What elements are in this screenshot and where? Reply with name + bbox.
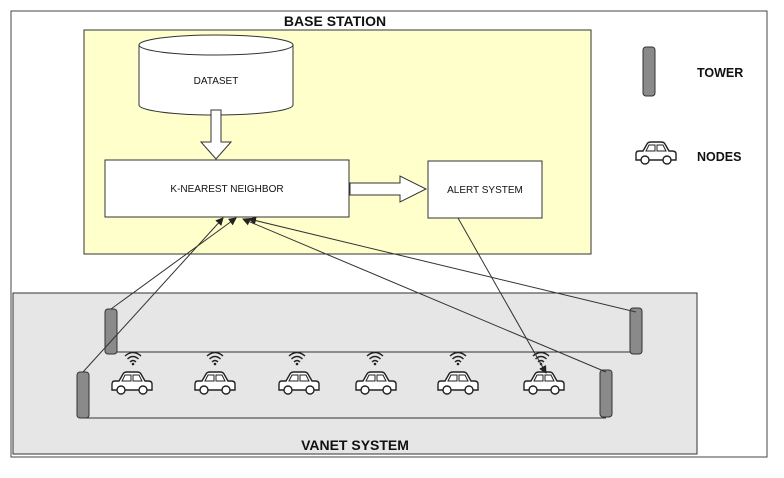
outer-frame	[10, 10, 768, 458]
alert-to-vehicle-link	[457, 217, 547, 374]
nodes-legend-label: NODES	[697, 150, 741, 164]
knn-label: K-NEAREST NEIGHBOR	[170, 184, 283, 195]
tower-icon	[599, 369, 613, 418]
dataset-to-knn-arrow	[199, 109, 233, 160]
dataset-label: DATASET	[194, 76, 239, 87]
tower-icon	[76, 371, 90, 419]
tower-icon	[629, 307, 643, 355]
tower-to-knn-link	[242, 218, 607, 373]
tower-icon	[104, 308, 118, 355]
tower-legend-label: TOWER	[697, 66, 743, 80]
tower-to-knn-link	[82, 217, 224, 373]
tower-to-knn-link	[248, 216, 637, 313]
vanet-system-title: VANET SYSTEM	[301, 437, 409, 453]
tower-legend-icon	[642, 46, 656, 97]
base-station-title: BASE STATION	[284, 13, 386, 29]
knn-to-alert-arrow	[349, 175, 428, 203]
dataset-cylinder	[138, 34, 294, 116]
car-legend-icon	[635, 141, 677, 165]
alert-system-box	[427, 160, 543, 219]
alert-system-label: ALERT SYSTEM	[447, 185, 523, 196]
knn-box	[104, 159, 350, 218]
communication-links	[82, 216, 637, 374]
tower-to-knn-link	[110, 217, 237, 310]
